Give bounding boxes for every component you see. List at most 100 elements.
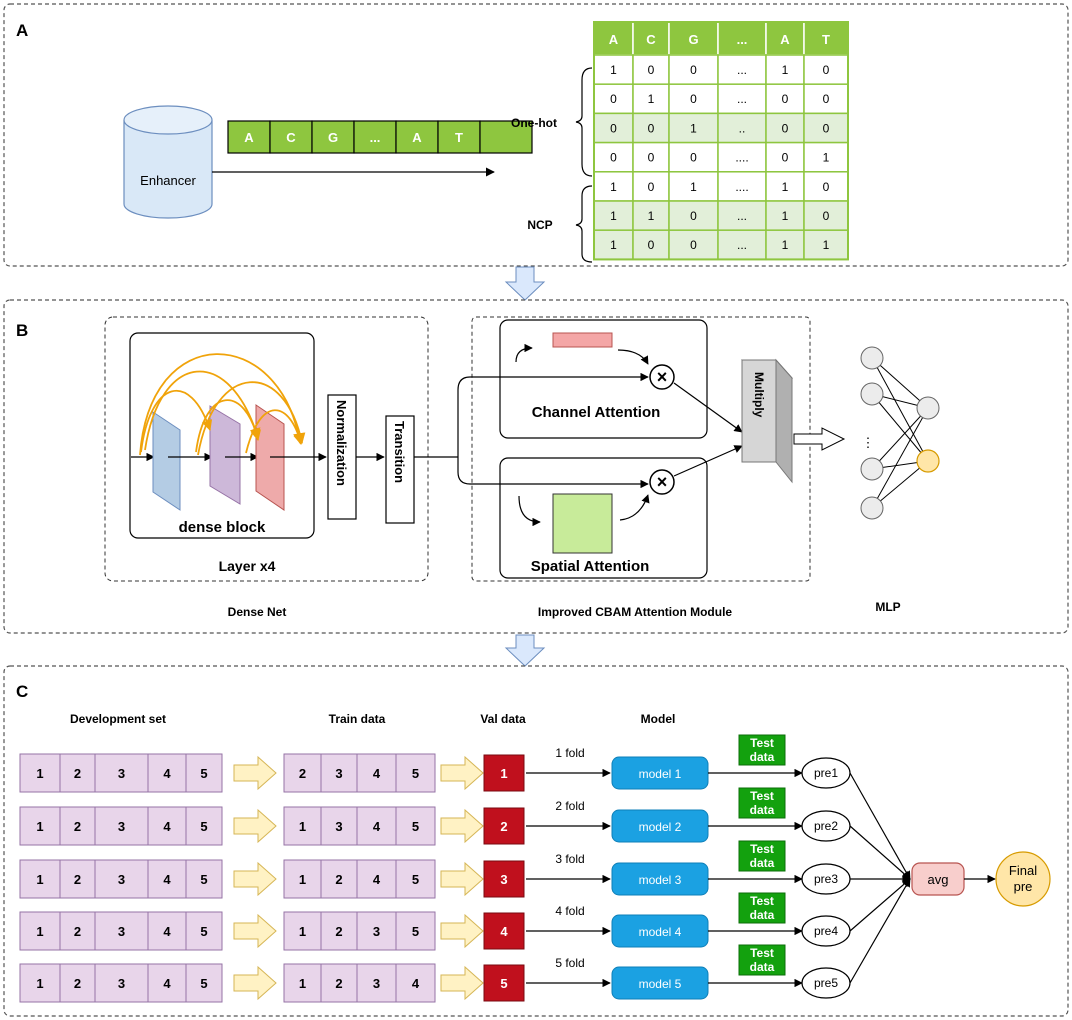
dev-fold-label: 5 xyxy=(200,924,207,939)
dev-fold-cell xyxy=(147,859,187,899)
train-fold-label: 1 xyxy=(299,924,306,939)
dev-fold-cell xyxy=(94,753,149,793)
train-fold-cell xyxy=(395,963,436,1003)
train-fold-label: 5 xyxy=(412,872,419,887)
val-fold-label: 2 xyxy=(500,819,507,834)
panel-a-letter: A xyxy=(16,21,28,40)
train-fold-label: 3 xyxy=(335,766,342,781)
matrix-cell xyxy=(717,83,767,115)
flow-arrow xyxy=(440,808,484,844)
final-label-line-1: Final xyxy=(1009,863,1037,878)
prediction-label: pre1 xyxy=(814,766,838,780)
val-fold-cell xyxy=(483,860,525,898)
matrix-cell-value: 1 xyxy=(823,151,830,165)
panel-b-to-c-arrow xyxy=(504,634,546,667)
multiply-label: Multiply xyxy=(752,372,766,418)
dev-fold-label: 4 xyxy=(163,976,171,991)
dev-fold-label: 1 xyxy=(36,872,43,887)
train-fold-label: 4 xyxy=(373,766,381,781)
dev-fold-cell xyxy=(19,753,61,793)
dev-fold-cell xyxy=(185,806,223,846)
sequence-cell-label: ... xyxy=(370,130,381,145)
test-data-node xyxy=(738,840,786,872)
ncp-label: NCP xyxy=(527,218,552,232)
development-set-header: Development set xyxy=(70,712,166,726)
train-fold-label: 3 xyxy=(335,819,342,834)
dev-fold-cell xyxy=(147,911,187,951)
train-fold-label: 1 xyxy=(299,872,306,887)
matrix-cell xyxy=(632,141,670,173)
mlp-input-node xyxy=(860,457,884,481)
transition-label: Transition xyxy=(392,421,407,483)
val-fold-cell xyxy=(483,964,525,1002)
mlp-caption: MLP xyxy=(875,600,900,614)
transition-layer xyxy=(385,415,415,524)
fold-label: 4 fold xyxy=(555,904,584,918)
prediction-label: pre4 xyxy=(814,924,838,938)
matrix-cell xyxy=(765,141,805,173)
flow-arrow xyxy=(233,755,277,791)
channel-multiply-icon xyxy=(649,364,675,390)
matrix-cell-value: 1 xyxy=(823,238,830,252)
matrix-cell-value: 1 xyxy=(690,180,697,194)
mlp-input-node xyxy=(860,346,884,370)
matrix-cell xyxy=(668,200,719,231)
pre-to-avg-arrow xyxy=(849,825,911,880)
onehot-label: One-hot xyxy=(511,116,557,130)
test-data-label: data xyxy=(750,908,775,922)
dev-fold-label: 5 xyxy=(200,976,207,991)
matrix-header-label: A xyxy=(609,32,619,47)
matrix-cell-value: 0 xyxy=(782,92,789,106)
test-data-label: data xyxy=(750,856,775,870)
test-data-label: data xyxy=(750,803,775,817)
train-fold-cell xyxy=(356,963,397,1003)
matrix-cell xyxy=(717,141,767,173)
val-fold-cell xyxy=(483,754,525,792)
matrix-header-label: T xyxy=(822,32,830,47)
mlp-dots: ⋮ xyxy=(862,435,875,450)
dev-fold-cell xyxy=(59,806,96,846)
channel-multiply-symbol: × xyxy=(657,367,668,387)
test-data-label: data xyxy=(750,960,775,974)
matrix-cell-value: 0 xyxy=(610,92,617,106)
fold-label: 2 fold xyxy=(555,799,584,813)
train-fold-label: 5 xyxy=(412,766,419,781)
dev-fold-cell xyxy=(185,753,223,793)
matrix-cell-value: 0 xyxy=(690,151,697,165)
fold-label: 1 fold xyxy=(555,746,584,760)
matrix-cell-value: .... xyxy=(735,151,748,165)
panel-b-frame xyxy=(3,299,1069,634)
dev-fold-label: 4 xyxy=(163,819,171,834)
final-label-line-2: pre xyxy=(1014,879,1033,894)
dev-fold-cell xyxy=(94,963,149,1003)
matrix-cell xyxy=(717,54,767,85)
to-mlp-arrow xyxy=(793,427,846,451)
densenet-region xyxy=(104,316,429,582)
final-prediction-node xyxy=(995,851,1051,907)
matrix-cell-value: ... xyxy=(737,238,747,252)
panel-c-letter: C xyxy=(16,682,28,701)
train-fold-cell xyxy=(320,806,358,846)
matrix-cell-value: 1 xyxy=(690,121,697,135)
train-fold-label: 2 xyxy=(299,766,306,781)
train-fold-label: 1 xyxy=(299,819,306,834)
matrix-cell-value: 0 xyxy=(823,92,830,106)
channel-weight-vector xyxy=(552,332,613,348)
flow-arrow xyxy=(440,913,484,949)
matrix-cell-value: 0 xyxy=(823,209,830,223)
matrix-cell-value: 0 xyxy=(690,209,697,223)
matrix-cell xyxy=(803,229,849,261)
matrix-cell xyxy=(632,112,670,144)
flow-arrow xyxy=(440,965,484,1001)
val-fold-label: 5 xyxy=(500,976,507,991)
prediction-label: pre2 xyxy=(814,819,838,833)
dev-fold-cell xyxy=(185,911,223,951)
matrix-cell-value: ... xyxy=(737,63,747,77)
dev-fold-label: 3 xyxy=(118,766,125,781)
panel-c-frame xyxy=(3,665,1069,1017)
matrix-cell-value: ... xyxy=(737,209,747,223)
dev-fold-label: 2 xyxy=(74,924,81,939)
matrix-cell-value: 0 xyxy=(690,92,697,106)
